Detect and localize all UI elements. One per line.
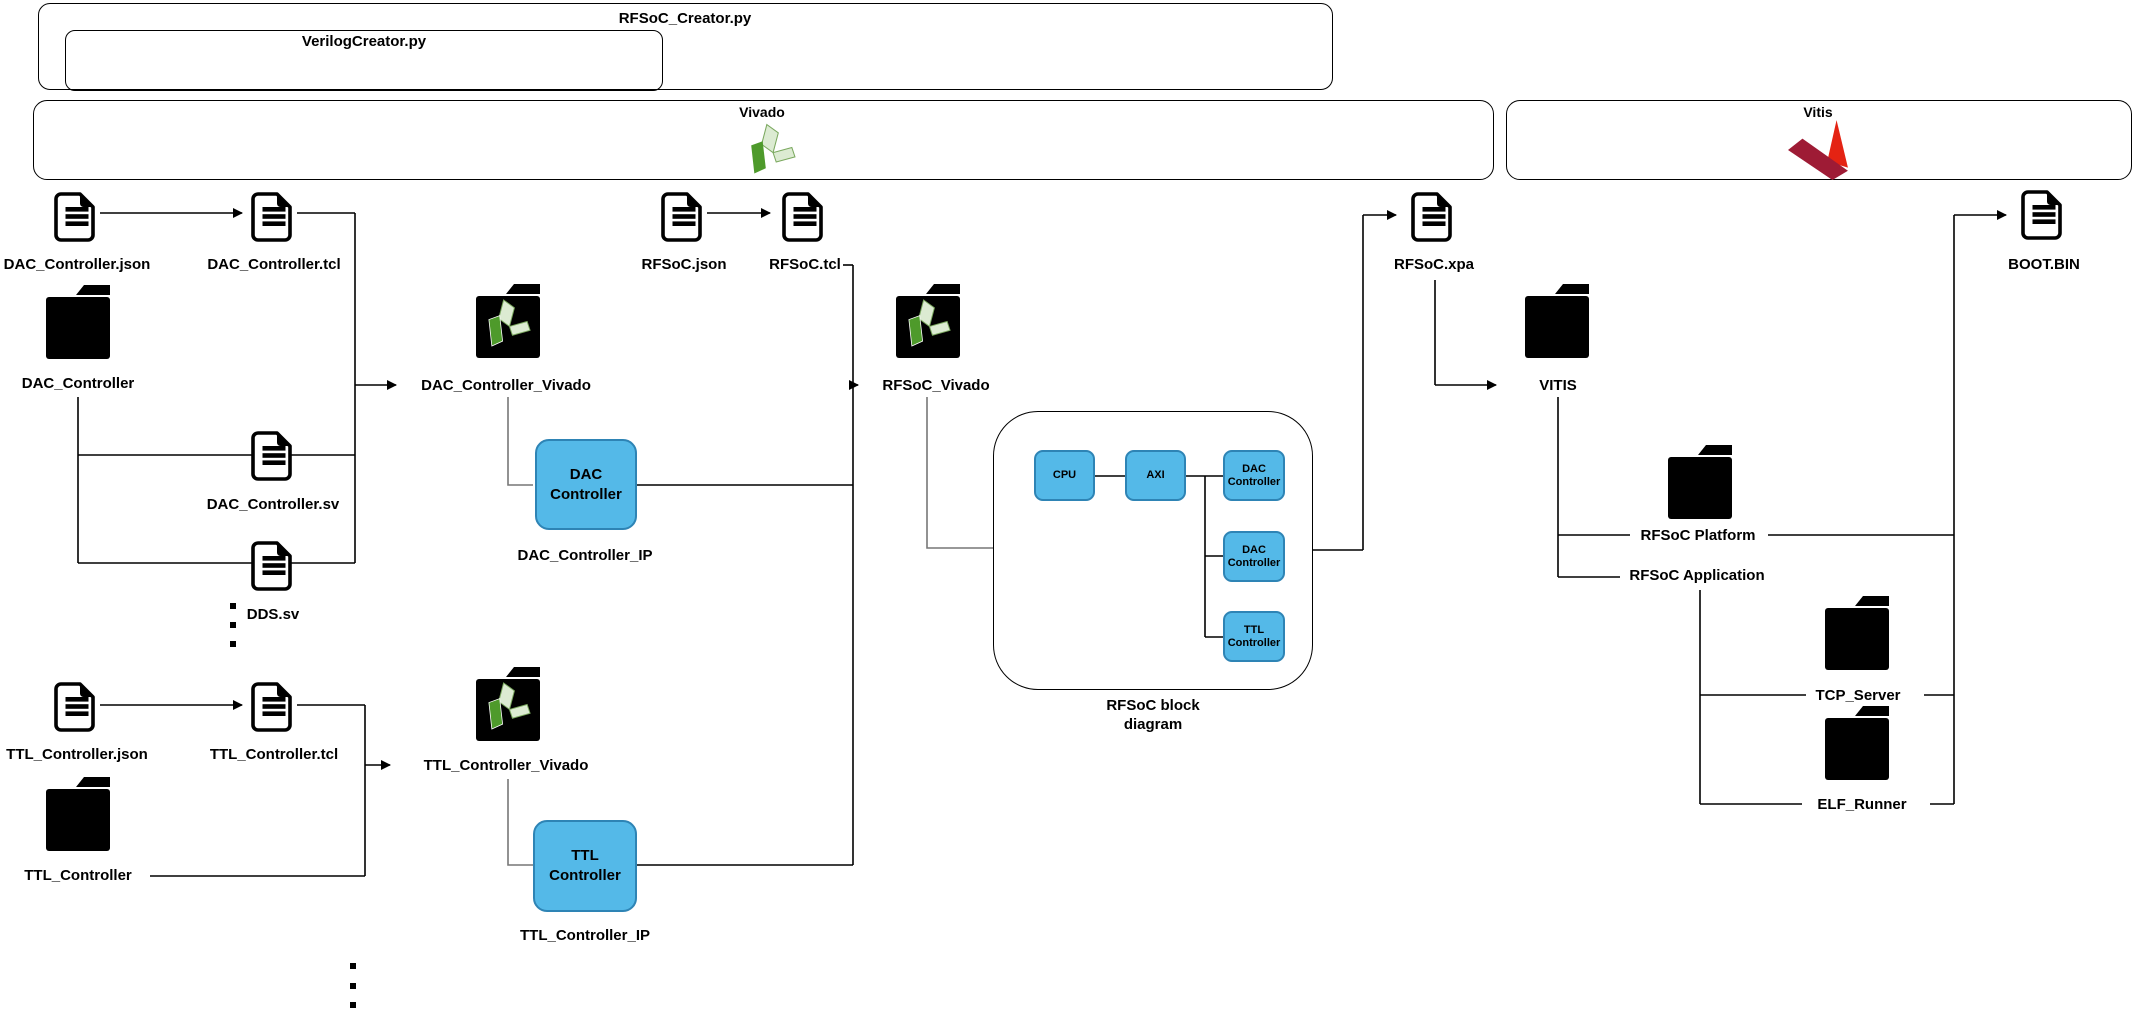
file-label-dds-sv: DDS.sv: [246, 606, 300, 623]
bd-dac1-line2: Controller: [1227, 475, 1281, 488]
file-icon-dac-json: [54, 192, 100, 242]
vitis-logo-icon: [1788, 118, 1850, 180]
ttl-ip-caption: TTL_Controller_IP: [519, 927, 651, 944]
folder-label-vitis: VITIS: [1539, 377, 1577, 394]
ttl-ip-line1: TTL: [571, 847, 599, 864]
file-label-dac-tcl: DAC_Controller.tcl: [207, 256, 341, 273]
vivado-folder-icon-rfsoc: [895, 283, 961, 360]
bd-ttl-line1: TTL: [1243, 623, 1265, 636]
ellipsis-dots: [230, 603, 356, 1008]
dac-ip-caption: DAC_Controller_IP: [517, 547, 653, 564]
folder-label-tcp: TCP_Server: [1815, 687, 1901, 704]
folder-icon-tcp: [1824, 595, 1890, 672]
block-diagram-container: [993, 411, 1313, 690]
file-label-ttl-tcl: TTL_Controller.tcl: [209, 746, 339, 763]
file-label-rfsoc-json: RFSoC.json: [641, 256, 727, 273]
folder-label-rfsoc-vivado: RFSoC_Vivado: [882, 377, 990, 394]
folder-label-ttl-vivado: TTL_Controller_Vivado: [423, 757, 589, 774]
folder-icon-platform: [1667, 444, 1733, 521]
file-label-boot-bin: BOOT.BIN: [2008, 256, 2080, 273]
black-connectors: [77, 208, 2007, 877]
folder-label-dac: DAC_Controller: [21, 375, 135, 392]
ttl-ip-line2: Controller: [549, 867, 621, 884]
folder-icon-ttl: [45, 776, 111, 853]
vivado-folder-icon-dac: [475, 283, 541, 360]
folder-label-elf: ELF_Runner: [1817, 796, 1907, 813]
folder-icon-vitis: [1524, 283, 1590, 360]
folder-icon-dac: [45, 284, 111, 361]
vivado-container: [33, 100, 1494, 180]
block-diagram-caption: RFSoC block diagram: [1106, 696, 1199, 734]
folder-label-ttl: TTL_Controller: [24, 867, 132, 884]
bd-ttl-line2: Controller: [1227, 636, 1281, 649]
bd-axi-label: AXI: [1146, 469, 1165, 481]
bd-cpu-label: CPU: [1052, 469, 1077, 481]
vivado-label: Vivado: [739, 104, 785, 120]
file-icon-dds-sv: [251, 541, 297, 591]
file-icon-dac-tcl: [251, 192, 297, 242]
bd-dac2-line1: DAC: [1242, 543, 1266, 556]
file-icon-rfsoc-xpa: [1411, 192, 1457, 242]
bd-ttl-block: TTL Controller: [1223, 611, 1285, 662]
file-label-rfsoc-xpa: RFSoC.xpa: [1393, 256, 1475, 273]
folder-label-platform: RFSoC Platform: [1640, 527, 1756, 544]
file-icon-rfsoc-json: [661, 192, 707, 242]
file-label-ttl-json: TTL_Controller.json: [6, 746, 148, 763]
rfsoc-creator-label: RFSoC_Creator.py: [618, 10, 752, 27]
bd-dac1-line1: DAC: [1242, 462, 1266, 475]
file-icon-ttl-tcl: [251, 682, 297, 732]
block-diagram-caption-line1: RFSoC block: [1106, 697, 1200, 714]
bd-axi-block: AXI: [1125, 450, 1186, 501]
file-icon-rfsoc-tcl: [782, 192, 828, 242]
bd-dac2-line2: Controller: [1227, 556, 1281, 569]
folder-icon-elf: [1824, 705, 1890, 782]
dac-ip-line2: Controller: [550, 485, 622, 503]
bd-dac2-block: DAC Controller: [1223, 531, 1285, 582]
file-label-dac-sv: DAC_Controller.sv: [206, 496, 340, 513]
application-label: RFSoC Application: [1629, 567, 1765, 584]
file-label-dac-json: DAC_Controller.json: [3, 256, 151, 273]
file-icon-ttl-json: [54, 682, 100, 732]
vivado-logo-icon: [746, 121, 796, 176]
ttl-ip-block: TTL Controller: [533, 820, 637, 912]
verilog-creator-label: VerilogCreator.py: [301, 33, 427, 50]
dac-ip-line1: DAC: [569, 465, 603, 483]
verilog-creator-container: [65, 30, 663, 91]
bd-dac1-block: DAC Controller: [1223, 450, 1285, 501]
vitis-container: [1506, 100, 2132, 180]
file-icon-boot-bin: [2021, 190, 2067, 240]
block-diagram-caption-line2: diagram: [1123, 716, 1183, 733]
vitis-label: Vitis: [1803, 104, 1833, 120]
folder-label-dac-vivado: DAC_Controller_Vivado: [421, 377, 591, 394]
rfsoc-creator-container: [38, 3, 1333, 90]
bd-cpu-block: CPU: [1034, 450, 1095, 501]
vivado-folder-icon-ttl: [475, 666, 541, 743]
file-icon-dac-sv: [251, 431, 297, 481]
file-label-rfsoc-tcl: RFSoC.tcl: [769, 256, 841, 273]
dac-ip-block: DAC Controller: [535, 439, 637, 530]
gray-connectors: [507, 397, 993, 866]
